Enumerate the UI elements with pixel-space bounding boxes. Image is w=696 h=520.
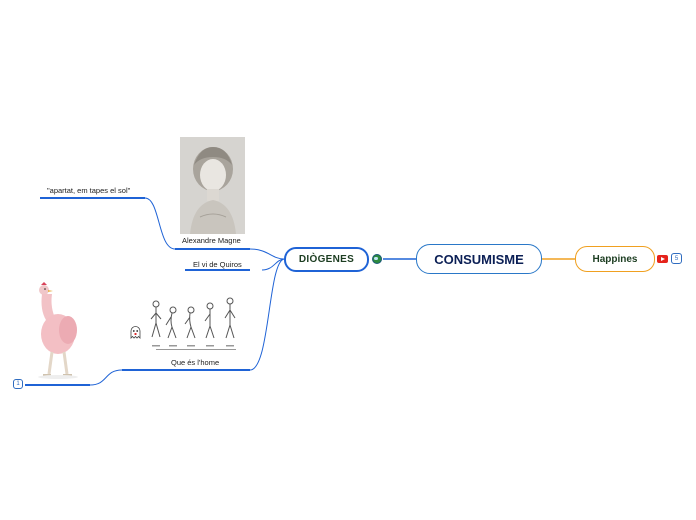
alexander-bust-image	[180, 137, 245, 234]
chicken-count-badge[interactable]: 1	[13, 379, 23, 389]
globe-icon[interactable]	[372, 254, 382, 264]
branch-quiros-label[interactable]: El vi de Quiros	[193, 260, 242, 269]
happines-count-badge[interactable]: 5	[671, 253, 682, 264]
chicken-count: 1	[16, 381, 20, 387]
plucked-chicken-image	[38, 282, 78, 379]
topic-happines[interactable]: Happines	[575, 246, 655, 272]
ghost-icon[interactable]	[130, 326, 141, 339]
topic-diogenes[interactable]: DIÒGENES	[284, 247, 369, 272]
quote-label[interactable]: "apartat, em tapes el sol"	[47, 186, 131, 195]
link-home-chicken	[89, 369, 123, 386]
branch-alexandre-label[interactable]: Alexandre Magne	[182, 236, 241, 245]
link-alexandre-quote	[144, 197, 176, 250]
youtube-icon[interactable]	[657, 255, 668, 263]
happines-count: 5	[674, 255, 679, 262]
central-topic[interactable]: CONSUMISME	[416, 244, 542, 274]
link-diogenes-alexandre	[249, 248, 285, 260]
central-topic-label: CONSUMISME	[434, 251, 524, 267]
evolution-skeletons-image	[148, 296, 244, 354]
link-diogenes-home	[249, 258, 285, 371]
branch-home-label[interactable]: Que és l'home	[171, 358, 220, 367]
topic-diogenes-label: DIÒGENES	[298, 254, 355, 265]
topic-happines-label: Happines	[592, 253, 638, 265]
